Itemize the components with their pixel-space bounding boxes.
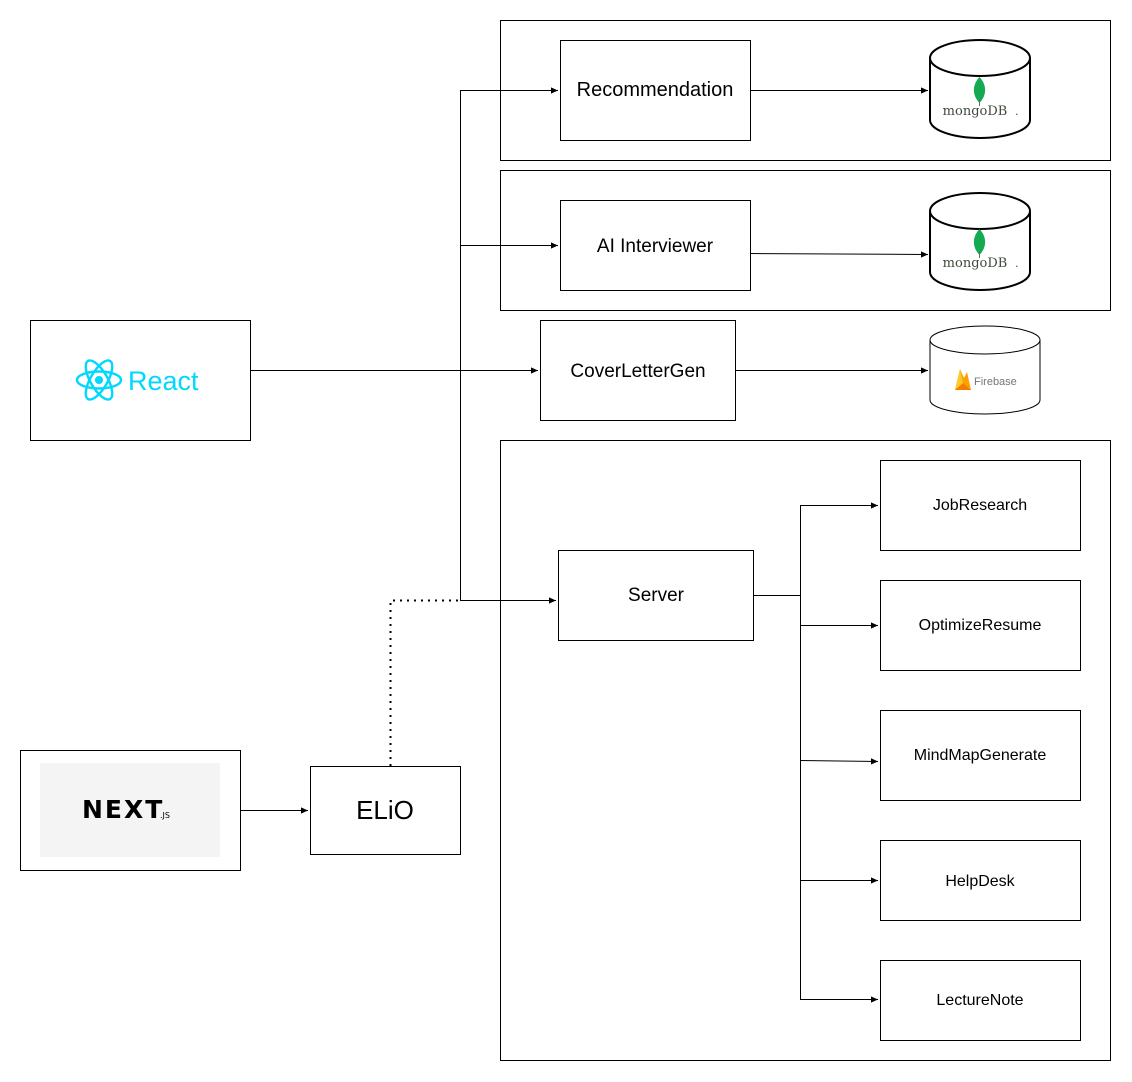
node-optimize-resume: OptimizeResume — [880, 580, 1081, 671]
mongodb-label-suffix: . — [1015, 105, 1019, 118]
node-mind-map-generate-label: MindMapGenerate — [914, 747, 1047, 764]
node-help-desk-label: HelpDesk — [945, 873, 1015, 890]
node-cover-letter-gen-label: CoverLetterGen — [570, 361, 705, 382]
db-firebase: Firebase — [929, 325, 1041, 415]
node-job-research: JobResearch — [880, 460, 1081, 551]
node-help-desk: HelpDesk — [880, 840, 1081, 921]
firebase-label: Firebase — [974, 376, 1017, 388]
group-server — [500, 440, 1111, 1061]
nextjs-logo: NEXT — [82, 795, 164, 824]
mongodb-leaf-icon — [973, 229, 986, 255]
node-server-label: Server — [628, 585, 685, 606]
node-job-research-label: JobResearch — [933, 497, 1027, 514]
node-recommendation-label: Recommendation — [577, 79, 734, 101]
node-server: Server — [558, 550, 754, 641]
mongodb-label-suffix: . — [1015, 257, 1019, 270]
nextjs-logo-background — [40, 763, 220, 857]
node-recommendation: Recommendation — [560, 40, 751, 141]
edge-elio-dotted — [389, 599, 460, 766]
mongodb-label: mongoDB — [943, 256, 1008, 271]
node-optimize-resume-label: OptimizeResume — [919, 617, 1042, 634]
mongodb-leaf-icon — [973, 77, 986, 103]
edge-server-mindmap — [799, 758, 879, 765]
react-label: React — [128, 366, 199, 396]
client-nextjs: NEXT .JS — [20, 750, 241, 871]
nextjs-logo-suffix: .JS — [160, 811, 170, 820]
firebase-flame-icon — [955, 369, 971, 390]
react-atom-icon — [75, 359, 123, 401]
connectors — [240, 87, 929, 1003]
node-cover-letter-gen: CoverLetterGen — [540, 320, 736, 421]
node-lecture-note-label: LectureNote — [936, 992, 1023, 1009]
node-ai-interviewer-label: AI Interviewer — [597, 236, 714, 257]
client-react: React — [30, 320, 251, 441]
mongodb-label: mongoDB — [943, 104, 1008, 119]
db-mongodb-interviewer: mongoDB . — [929, 192, 1031, 291]
node-ai-interviewer: AI Interviewer — [560, 200, 751, 291]
edge-interviewer-mongodb — [749, 251, 929, 258]
node-lecture-note: LectureNote — [880, 960, 1081, 1041]
node-elio-label: ELiO — [356, 795, 414, 825]
node-elio: ELiO — [310, 766, 461, 855]
db-mongodb-recommendation: mongoDB . — [929, 39, 1031, 139]
node-mind-map-generate: MindMapGenerate — [880, 710, 1081, 801]
group-ai-interviewer — [500, 170, 1111, 311]
